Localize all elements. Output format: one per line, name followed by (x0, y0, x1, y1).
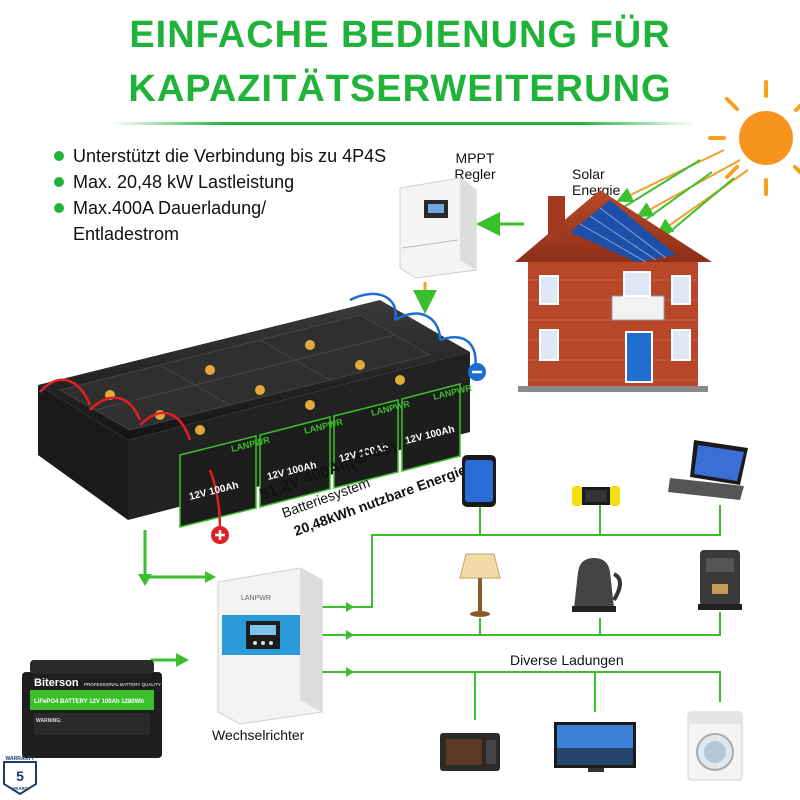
game-console-icon (572, 486, 620, 506)
feature-list: Unterstützt die Verbindung bis zu 4P4S M… (54, 143, 386, 247)
bullet-icon (54, 203, 64, 213)
battery-to-inverter-arrow (143, 530, 205, 579)
warranty-badge-icon (3, 761, 37, 796)
smartphone-icon (462, 455, 496, 507)
inverter-brand: LANPWR (241, 595, 271, 602)
feature-item: Unterstützt die Verbindung bis zu 4P4S (54, 143, 386, 169)
laptop-icon (668, 440, 748, 500)
feature-item: Max.400A Dauerladung/ (54, 195, 386, 221)
oven-icon (440, 733, 500, 771)
tv-icon (554, 722, 636, 772)
battery-icon (22, 660, 162, 758)
warranty-bottom: YEARS (12, 786, 28, 791)
bullet-icon (54, 177, 64, 187)
title-underline (110, 122, 695, 125)
sun-icon (708, 80, 800, 196)
loads-label: Diverse Ladungen (510, 652, 624, 668)
feature-item-continuation: Entladestrom (73, 224, 180, 244)
battery-brand: Biterson (34, 677, 79, 689)
warranty-top: WARRANTY (6, 756, 36, 762)
battery-pack-icon (38, 292, 486, 544)
mppt-controller-icon (399, 177, 477, 279)
page-title-line1: EINFACHE BEDIENUNG FÜR (129, 14, 671, 56)
battery-warning: WARNING: (36, 718, 62, 724)
load-wiring (320, 505, 721, 720)
coffee-machine-icon (698, 550, 742, 610)
kettle-icon (572, 558, 622, 612)
washing-machine-icon (687, 711, 743, 781)
floor-lamp-icon (459, 553, 501, 617)
inverter-label: Wechselrichter (212, 727, 305, 743)
page-title-line2: KAPAZITÄTSERWEITERUNG (128, 68, 672, 110)
battery-model: LiFePO4 BATTERY 12V 100Ah 1280Wh (34, 699, 144, 705)
bullet-icon (54, 151, 64, 161)
warranty-years: 5 (16, 768, 24, 784)
house-icon (515, 190, 712, 392)
inverter-icon (217, 567, 323, 725)
feature-item: Max. 20,48 kW Lastleistung (54, 169, 386, 195)
battery-tagline: PROFESSIONAL BATTERY QUALITY (84, 682, 161, 687)
battery-cell-labels (179, 383, 461, 528)
